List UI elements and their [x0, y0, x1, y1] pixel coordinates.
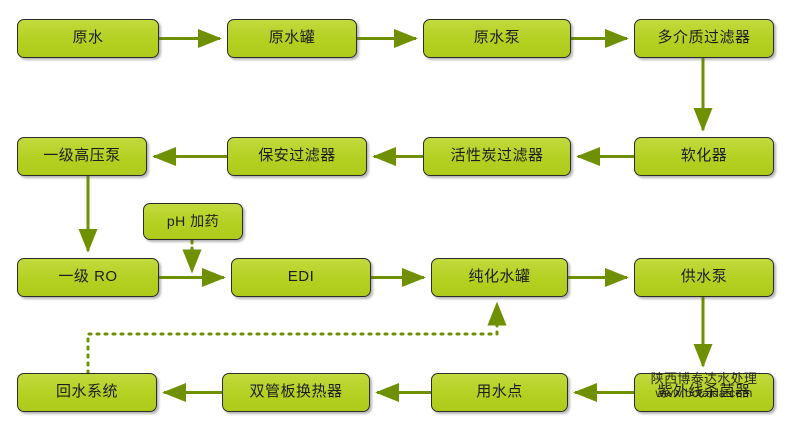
- node-label: 原水罐: [268, 29, 316, 47]
- node-purified-water-tank[interactable]: 纯化水罐: [431, 258, 568, 297]
- node-label: 纯化水罐: [468, 268, 531, 286]
- node-water-use-point[interactable]: 用水点: [431, 373, 568, 412]
- edge-return-to-pure-tank-dotted: [86, 301, 507, 375]
- node-supply-pump[interactable]: 供水泵: [634, 258, 774, 297]
- node-label: 原水泵: [473, 29, 521, 47]
- node-multimedia-filter[interactable]: 多介质过滤器: [634, 19, 774, 58]
- node-label: 活性炭过滤器: [450, 147, 544, 165]
- node-label: 一级 RO: [58, 268, 118, 286]
- node-high-pressure-pump-1[interactable]: 一级高压泵: [17, 137, 147, 176]
- node-raw-water-pump[interactable]: 原水泵: [423, 19, 571, 58]
- node-label: 一级高压泵: [43, 147, 121, 165]
- node-label: 紫外线杀菌器: [657, 383, 751, 401]
- node-double-tube-sheet-heat-exchanger[interactable]: 双管板换热器: [222, 373, 370, 412]
- node-raw-water[interactable]: 原水: [17, 19, 159, 58]
- node-label: 保安过滤器: [258, 147, 336, 165]
- node-softener[interactable]: 软化器: [634, 137, 774, 176]
- node-ro-stage-1[interactable]: 一级 RO: [17, 258, 159, 297]
- node-return-water-system[interactable]: 回水系统: [17, 373, 157, 412]
- node-label: 原水: [72, 29, 104, 47]
- node-uv-sterilizer[interactable]: 紫外线杀菌器: [634, 373, 774, 412]
- node-label: 多介质过滤器: [657, 29, 751, 47]
- node-label: 软化器: [680, 147, 728, 165]
- node-raw-water-tank[interactable]: 原水罐: [227, 19, 357, 58]
- node-edi[interactable]: EDI: [231, 258, 371, 297]
- node-label: 回水系统: [55, 383, 118, 401]
- node-label: EDI: [287, 268, 315, 286]
- node-carbon-filter[interactable]: 活性炭过滤器: [423, 137, 571, 176]
- node-ph-dosing[interactable]: pH 加药: [143, 203, 243, 240]
- node-security-filter[interactable]: 保安过滤器: [227, 137, 367, 176]
- node-label: 供水泵: [680, 268, 728, 286]
- node-label: 用水点: [476, 383, 523, 401]
- node-label: pH 加药: [166, 212, 220, 229]
- node-label: 双管板换热器: [249, 383, 343, 401]
